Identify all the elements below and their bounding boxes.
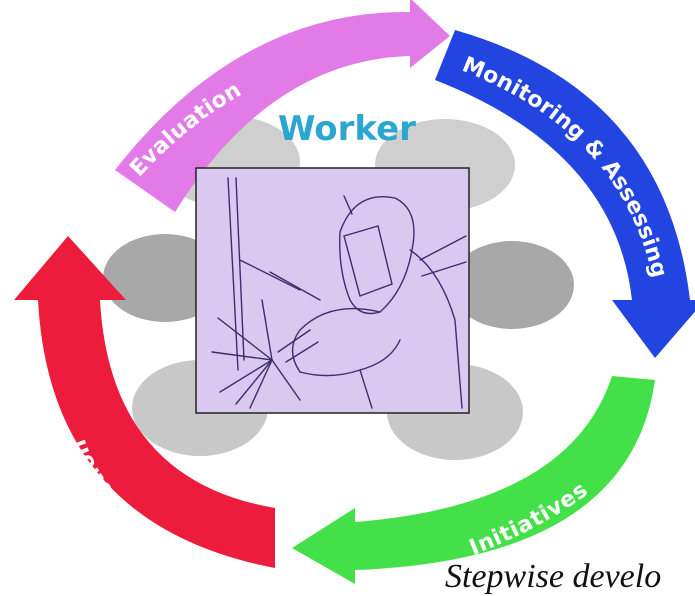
action-arrow-shape <box>14 236 275 568</box>
welder-illustration-icon <box>195 167 470 414</box>
initiatives-arrow-shape <box>292 376 655 584</box>
caption-text: Stepwise develo <box>445 558 662 595</box>
center-title: Worker <box>278 109 416 149</box>
evaluation-arrow-shape <box>115 0 450 212</box>
monitoring-arrow-shape <box>435 30 695 358</box>
petal-oval <box>450 241 574 329</box>
